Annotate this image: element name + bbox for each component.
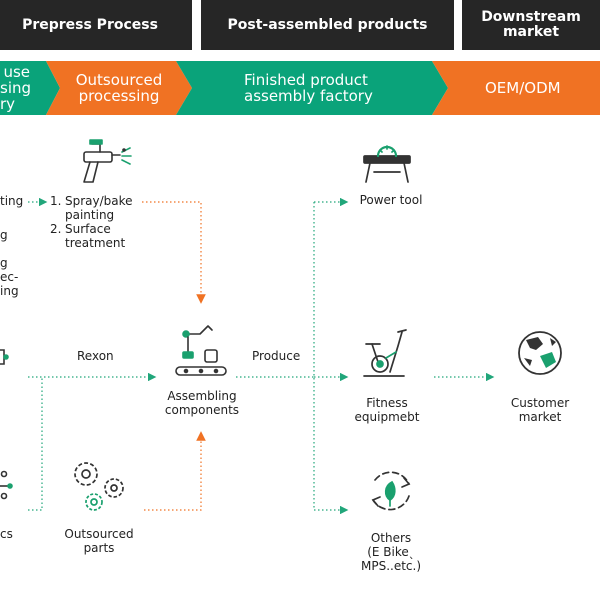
outsourced-processing-line2: processing [78,87,160,105]
left-fragment-bottom: cs [0,527,13,541]
power-tool-label: Power tool [359,193,423,207]
customer-line2: market [518,410,562,424]
oem-odm-label: OEM/ODM [485,79,561,97]
others-line3: MPS..etc.) [360,559,422,573]
fitness-equipment-label: Fitness equipmebt [340,396,434,424]
left-edge-icon-top [0,349,9,365]
left-fragment-line1: ting [0,194,24,208]
left-fragment-line2: g [0,228,8,242]
inhouse-line2: sing [0,79,32,97]
power-tool-icon [363,145,411,183]
finished-assembly-line2: assembly factory [244,87,373,105]
header-downstream-market: Downstream market [462,0,600,50]
left-fragment-line4: ec- [0,270,19,284]
left-fragment-line5: ing [0,284,19,298]
customer-globe-icon [518,331,562,375]
outsourced-parts-gears-icon [74,462,124,511]
header-downstream-line1: Downstream [481,9,581,25]
others-line2: (E Bikeˎ [367,545,415,559]
fitness-line1: Fitness [366,396,408,410]
painting-step-2-line2: treatment [65,236,126,250]
inhouse-line3: ry [0,95,16,113]
header-downstream-line2: market [502,24,560,40]
connector-lines-green [28,197,495,515]
painting-step-1-num: 1. [50,194,62,208]
painting-steps: 1.Spray/bake painting 2.Surface treatmen… [50,194,133,250]
assembling-line2: components [164,403,240,417]
edge-label-rexon: Rexon [77,349,114,363]
header-prepress-label: Prepress Process [22,16,158,33]
left-edge-icon-bottom [0,470,13,500]
left-fragment-top: ting g g ec- ing [0,194,23,298]
painting-step-1: 1.Spray/bake [50,194,133,208]
connector-lines-orange [142,201,206,511]
customer-market-label: Customer market [494,396,586,424]
painting-step-2: 2.Surface [50,222,133,236]
inhouse-label: use sing ry [0,63,32,113]
painting-step-1-line1: Spray/bake [65,194,133,208]
edge-label-produce: Produce [252,349,301,363]
line-bottom-left [28,377,43,511]
painting-step-1-line2: painting [65,208,115,222]
header-post-assembled-products: Post-assembled products [201,0,454,50]
chevron-oem-odm [432,61,600,115]
assembling-components-label: Assembling components [157,389,247,417]
left-fragment-line3: g [0,256,8,270]
chevron-outsourced-processing [46,61,192,115]
chevron-inhouse [0,61,60,115]
fitness-bike-icon [363,329,407,377]
outsourced-processing-line1: Outsourced [75,71,163,89]
spray-gun-icon [83,139,132,183]
others-recycle-icon [371,471,411,511]
inhouse-line1: use [3,63,30,81]
arrow-painting-to-assembling [142,201,206,304]
painting-step-2-num: 2. [50,222,62,236]
others-line1: Others [370,531,412,545]
finished-assembly-line1: Finished product [244,71,368,89]
process-bar [0,61,600,115]
customer-line1: Customer [510,396,570,410]
outsourced-parts-line1: Outsourced [64,527,134,541]
arrow-parts-to-assembling [144,431,206,511]
assembling-line1: Assembling [167,389,237,403]
outsourced-processing-label: Outsourced processing [62,72,176,104]
chevron-finished-assembly [176,61,448,115]
others-label: Others (E Bikeˎ MPS..etc.) [346,531,436,573]
painting-step-2-line1: Surface [65,222,111,236]
fitness-line2: equipmebt [354,410,420,424]
outsourced-parts-label: Outsourced parts [54,527,144,555]
finished-assembly-label: Finished product assembly factory [244,72,373,104]
header-post-assembled-label: Post-assembled products [227,16,428,33]
outsourced-parts-line2: parts [83,541,115,555]
assembling-robot-icon [175,325,227,376]
header-prepress-process: Prepress Process [0,0,192,50]
